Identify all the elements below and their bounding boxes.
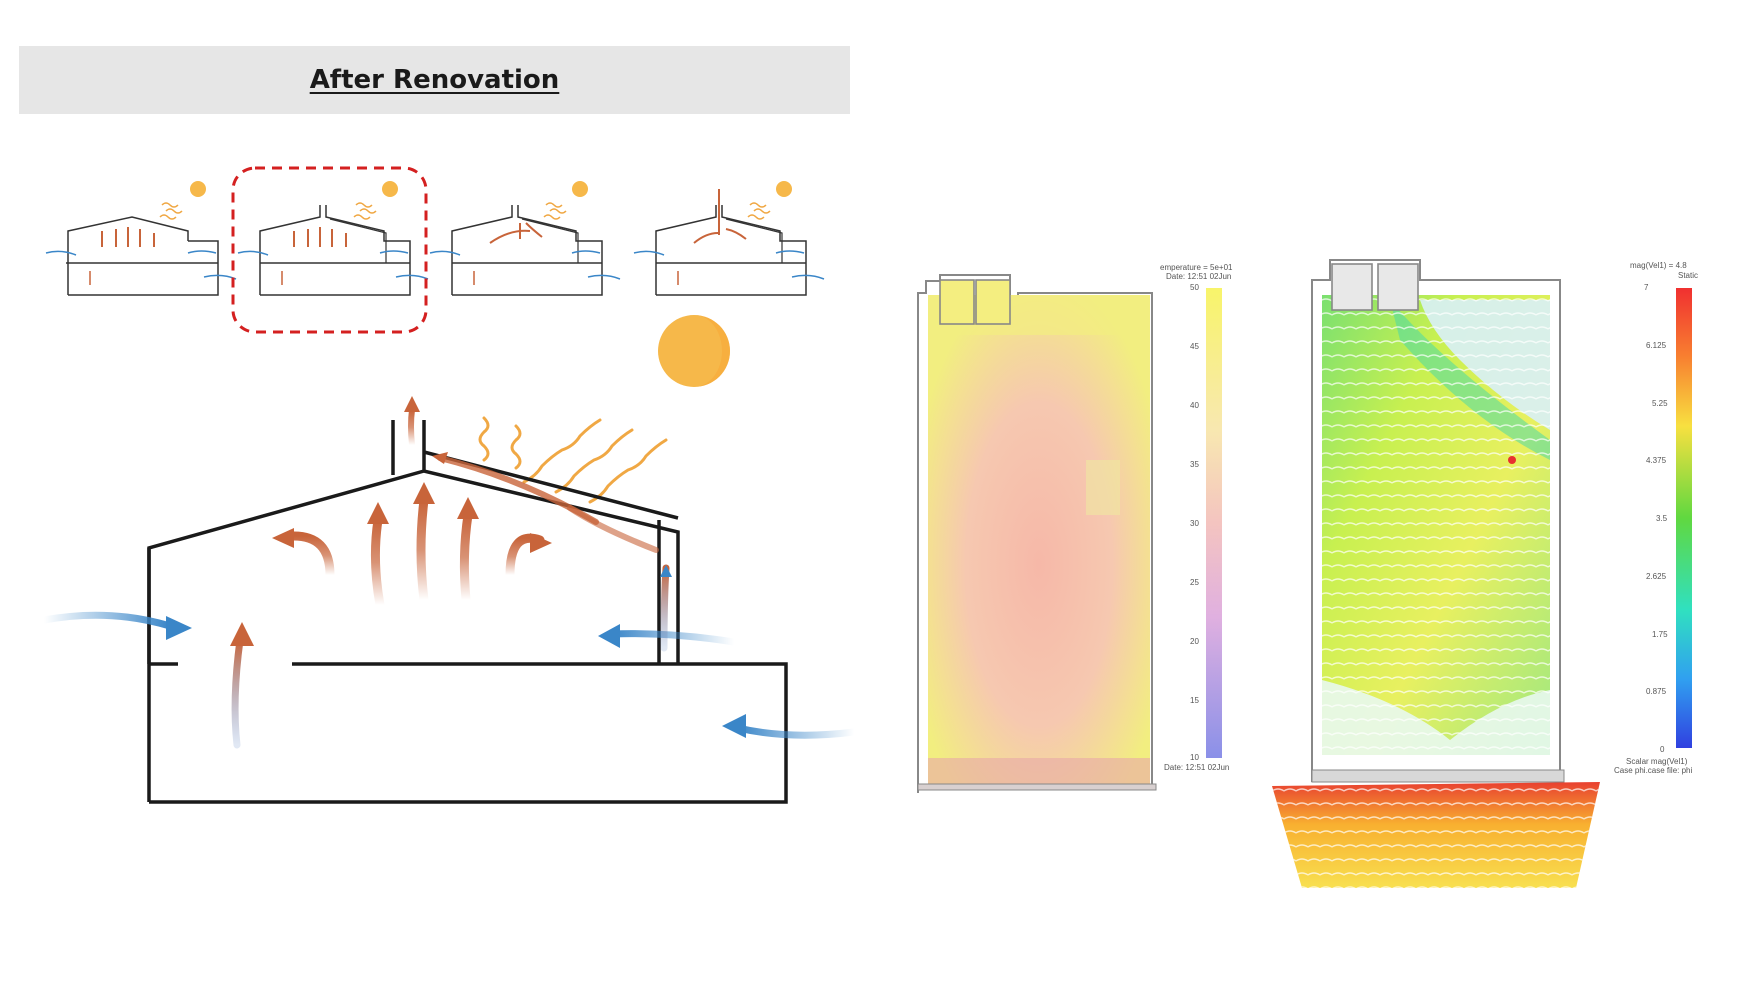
- temp-tick: 20: [1190, 637, 1199, 646]
- temp-tick: 10: [1190, 753, 1199, 762]
- temp-room-outline: [917, 274, 1153, 793]
- ground-warm-arrowhead: [230, 622, 254, 646]
- vel-chimney-ducts: [1331, 263, 1419, 311]
- sun-icon: [572, 181, 588, 197]
- title-bar: After Renovation: [19, 46, 850, 114]
- vel-scale-header-2: Static: [1678, 271, 1698, 280]
- vel-scale-ticks: 7 6.125 5.25 4.375 3.5 2.625 1.75 0.875 …: [1644, 283, 1668, 754]
- warm-flow-arrows: [693, 189, 747, 244]
- thumbnail-scenario-1: [45, 181, 237, 296]
- vel-tick: 1.75: [1652, 630, 1668, 639]
- temp-scale-header-1: emperature = 5e+01: [1160, 263, 1233, 272]
- solar-chimney: [725, 218, 783, 263]
- vel-tick: 0: [1660, 745, 1665, 754]
- vel-tick: 7: [1644, 283, 1649, 292]
- temp-tick: 15: [1190, 696, 1199, 705]
- temp-tick: 45: [1190, 342, 1199, 351]
- temp-color-scale: [1206, 288, 1222, 758]
- cool-flow-arrows: [633, 250, 825, 280]
- temp-scale-ticks: 50 45 40 35 30 25 20 15 10: [1190, 283, 1199, 762]
- vel-room-outline: [1311, 259, 1561, 782]
- vel-scale-header-1: mag(Vel1) = 4.8: [1630, 261, 1687, 270]
- solar-chimney: [329, 218, 387, 263]
- warm-flow-arrows: [101, 227, 155, 247]
- exhaust-arrowhead: [404, 396, 420, 412]
- temp-tick: 30: [1190, 519, 1199, 528]
- chimney-exhaust-arrows: [408, 407, 659, 553]
- sun-icon: [382, 181, 398, 197]
- cool-flow-arrows: [45, 250, 237, 280]
- warm-flow-arrows: [293, 227, 347, 247]
- collector-arrowhead: [432, 452, 448, 464]
- vel-bottom-streaks: [1272, 782, 1600, 888]
- vel-tick: 0.875: [1646, 687, 1667, 696]
- ground-warm-arrow: [231, 636, 244, 749]
- temp-floor: [917, 783, 1157, 791]
- vel-floor: [1311, 769, 1565, 783]
- solar-chimney: [521, 218, 579, 263]
- sun-icon: [776, 181, 792, 197]
- thumbnail-scenario-2: [237, 181, 429, 296]
- sun-icon: [190, 181, 206, 197]
- temp-tick: 35: [1190, 460, 1199, 469]
- cool-air-arrows: [40, 564, 858, 739]
- vel-scale-footer-1: Scalar mag(Vel1): [1626, 757, 1688, 766]
- vel-field-streaks: [1322, 295, 1550, 755]
- warm-air-rising-arrows: [287, 495, 545, 610]
- thumbnail-scenario-4: [633, 181, 825, 296]
- house-outline: [66, 216, 219, 296]
- selected-scenario-highlight: [231, 166, 428, 334]
- cool-flow-arrows: [237, 250, 429, 280]
- temp-field-bottom: [928, 758, 1150, 784]
- temp-field-spot: [1086, 460, 1120, 515]
- cool-air-arrowheads: [166, 565, 746, 738]
- vel-tick: 3.5: [1656, 514, 1668, 523]
- house-outline: [451, 205, 603, 296]
- temp-tick: 25: [1190, 578, 1199, 587]
- heat-waves-icon: [159, 202, 183, 220]
- heat-waves-icon: [747, 202, 771, 220]
- temp-scale-footer: Date: 12:51 02Jun: [1164, 763, 1229, 772]
- vel-tick: 2.625: [1646, 572, 1667, 581]
- vel-scale-footer-2: Case phi.case file: phi: [1614, 766, 1692, 775]
- sun-shade: [694, 315, 730, 387]
- house-outline: [655, 205, 807, 296]
- heat-waves-icon: [353, 202, 377, 220]
- vel-color-scale: [1676, 288, 1692, 748]
- temp-chimney-ducts: [939, 279, 1011, 325]
- temp-field: [928, 295, 1150, 785]
- warm-air-arrowheads: [272, 482, 552, 553]
- cool-flow-arrows: [429, 250, 621, 280]
- heat-waves-icon: [478, 416, 668, 504]
- temp-tick: 40: [1190, 401, 1199, 410]
- heat-waves-icon: [543, 202, 567, 220]
- vel-tick: 4.375: [1646, 456, 1667, 465]
- main-section-diagram: [40, 315, 858, 804]
- page-title: After Renovation: [309, 65, 560, 95]
- temperature-simulation: emperature = 5e+01 Date: 12:51 02Jun 50 …: [917, 263, 1233, 793]
- velocity-simulation: mag(Vel1) = 4.8 Static 7 6.125 5.25 4.37…: [1272, 259, 1698, 888]
- vel-tick: 5.25: [1652, 399, 1668, 408]
- house-outline: [259, 205, 411, 296]
- sun-icon: [658, 315, 730, 387]
- temp-scale-header-2: Date: 12:51 02Jun: [1166, 272, 1231, 281]
- vel-tick: 6.125: [1646, 341, 1667, 350]
- warm-flow-arrows: [489, 222, 543, 244]
- building-section-outline: [147, 420, 788, 804]
- thumbnail-scenario-3: [429, 181, 621, 296]
- vel-hotspot: [1508, 456, 1516, 464]
- temp-tick: 50: [1190, 283, 1199, 292]
